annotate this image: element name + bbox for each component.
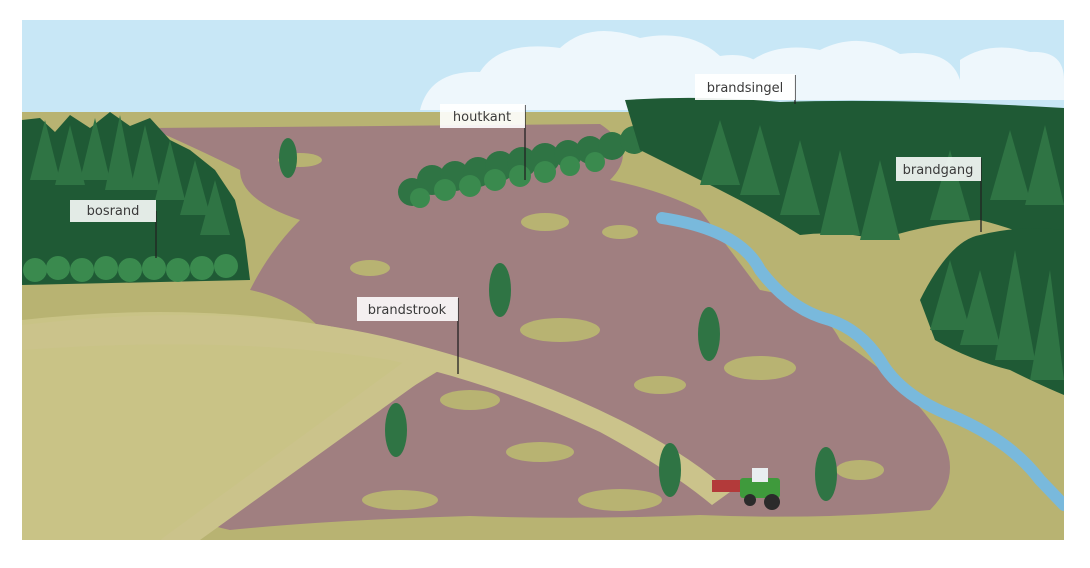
isolated-trees xyxy=(279,138,837,501)
path-curve xyxy=(22,315,730,505)
grass-patches xyxy=(278,153,884,511)
label-brandgang-text: brandgang xyxy=(903,163,974,178)
tractor xyxy=(712,468,780,510)
label-bosrand-text: bosrand xyxy=(87,204,140,219)
tree-row-houtkant xyxy=(398,126,648,208)
path-straight xyxy=(160,350,450,540)
river xyxy=(656,212,1064,511)
label-brandstrook-text: brandstrook xyxy=(368,303,447,318)
forest-left xyxy=(22,112,250,285)
label-houtkant: houtkant xyxy=(440,104,526,180)
label-houtkant-text: houtkant xyxy=(453,110,511,125)
forest-right xyxy=(625,97,1064,395)
label-brandsingel-text: brandsingel xyxy=(707,81,784,96)
label-bosrand: bosrand xyxy=(70,200,157,258)
label-brandstrook: brandstrook xyxy=(357,297,459,374)
label-brandgang: brandgang xyxy=(896,157,982,232)
label-brandsingel: brandsingel xyxy=(695,74,796,104)
field-left xyxy=(22,312,440,540)
